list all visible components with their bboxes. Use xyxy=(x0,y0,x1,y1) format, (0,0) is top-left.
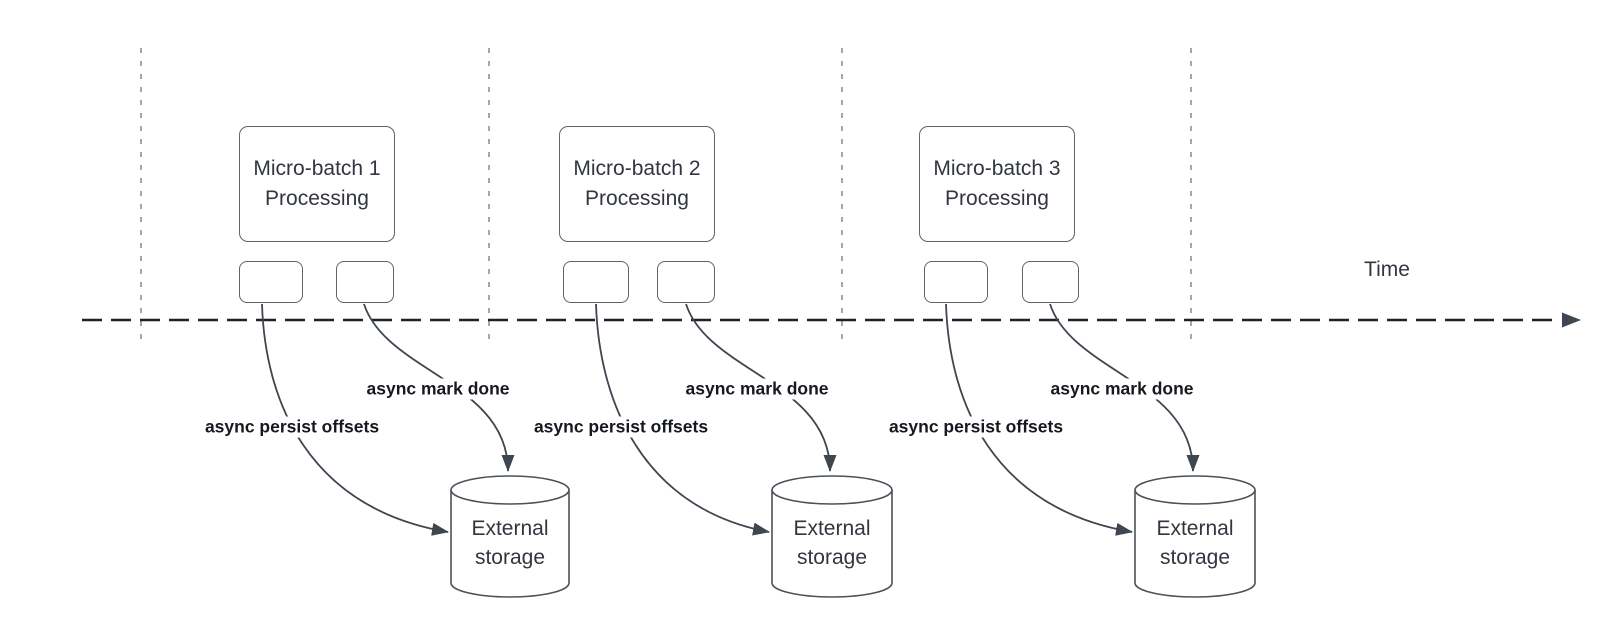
external-storage-cylinder-label: External storage xyxy=(772,476,892,597)
external-storage-cylinder-body xyxy=(771,490,893,598)
micro-batch-processing-title: Micro-batch 3 Processing xyxy=(933,157,1061,210)
external-storage-text: External storage xyxy=(793,516,871,569)
async-persist-offsets-arrow xyxy=(595,303,770,536)
micro-batch-processing-box: Micro-batch 2 Processing xyxy=(559,126,715,242)
time-axis-label: Time xyxy=(1364,258,1410,281)
external-storage-cylinder-top xyxy=(1134,475,1256,505)
async-persist-offsets-arrow xyxy=(945,303,1133,536)
external-storage-cylinder-label: External storage xyxy=(451,476,569,597)
external-storage-cylinder-top xyxy=(450,475,570,505)
external-storage-text: External storage xyxy=(471,516,549,569)
batch-boundary-gridlines xyxy=(140,48,1192,342)
time-axis-arrowhead-icon xyxy=(1562,312,1581,328)
offset-task-box-right xyxy=(336,261,394,303)
external-storage-cylinder-label: External storage xyxy=(1135,476,1255,597)
micro-batch-processing-box: Micro-batch 1 Processing xyxy=(239,126,395,242)
offset-task-box-right xyxy=(657,261,715,303)
external-storage-cylinder-body xyxy=(1134,490,1256,598)
async-mark-done-label: async mark done xyxy=(363,378,513,400)
micro-batch-processing-title: Micro-batch 1 Processing xyxy=(253,157,381,210)
offset-task-box-left xyxy=(563,261,629,303)
external-storage-cylinder-body xyxy=(450,490,570,598)
offset-task-box-left xyxy=(239,261,303,303)
offset-task-box-left xyxy=(924,261,988,303)
group-shapes xyxy=(261,303,1256,598)
external-storage-text: External storage xyxy=(1156,516,1234,569)
offset-task-box-right xyxy=(1022,261,1079,303)
micro-batch-processing-title: Micro-batch 2 Processing xyxy=(573,157,701,210)
micro-batch-processing-box: Micro-batch 3 Processing xyxy=(919,126,1075,242)
async-persist-offsets-label: async persist offsets xyxy=(530,416,712,438)
async-persist-offsets-label: async persist offsets xyxy=(201,416,383,438)
external-storage-cylinder-top xyxy=(771,475,893,505)
async-persist-offsets-arrow xyxy=(261,303,449,536)
async-mark-done-label: async mark done xyxy=(1047,378,1197,400)
async-mark-done-label: async mark done xyxy=(682,378,832,400)
async-persist-offsets-label: async persist offsets xyxy=(885,416,1067,438)
